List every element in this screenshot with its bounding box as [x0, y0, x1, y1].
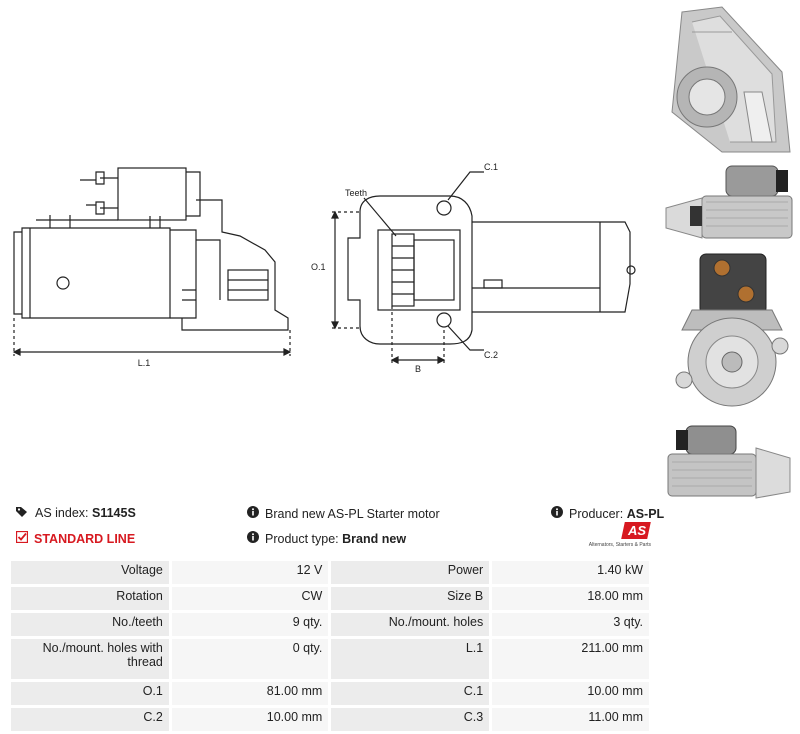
photo-side-view[interactable]: [662, 158, 796, 246]
o1-label: O.1: [311, 262, 326, 272]
spec-value: 18.00 mm: [492, 587, 649, 610]
c1-label: C.1: [484, 162, 498, 172]
spec-label: No./mount. holes with thread: [11, 639, 169, 679]
c2-label: C.2: [484, 350, 498, 360]
photo-front-flange[interactable]: [662, 2, 796, 154]
spec-value: 12 V: [171, 561, 329, 584]
spec-table: Voltage 12 V Power 1.40 kW Rotation CW S…: [8, 558, 652, 734]
photo-side-view-2[interactable]: [662, 418, 796, 504]
spec-value: 81.00 mm: [171, 682, 329, 705]
spec-label: O.1: [11, 682, 169, 705]
product-info: AS index: S1145S STANDARD LINE Brand new…: [0, 500, 800, 560]
standard-line: STANDARD LINE: [15, 530, 136, 546]
spec-value: 9 qty.: [171, 613, 329, 636]
technical-drawing: L.1: [12, 162, 636, 374]
spec-value: 10.00 mm: [492, 682, 649, 705]
spec-label: Size B: [331, 587, 490, 610]
spec-label: No./teeth: [11, 613, 169, 636]
info-icon: [247, 531, 259, 546]
description: Brand new AS-PL Starter motor: [247, 506, 440, 521]
product-type-value: Brand new: [342, 531, 407, 546]
table-row: Rotation CW Size B 18.00 mm: [11, 587, 649, 610]
spec-label: No./mount. holes: [331, 613, 490, 636]
info-icon: [247, 506, 259, 521]
logo-subtext: Alternators, Starters & Parts: [588, 542, 651, 548]
as-logo: AS Alternators, Starters & Parts: [583, 522, 651, 552]
spec-value: 1.40 kW: [492, 561, 649, 584]
product-photos: [658, 0, 800, 504]
logo-text: AS: [627, 523, 646, 538]
table-row: No./teeth 9 qty. No./mount. holes 3 qty.: [11, 613, 649, 636]
producer-label: Producer:: [569, 506, 624, 521]
teeth-label: Teeth: [345, 188, 367, 198]
spec-value: 0 qty.: [171, 639, 329, 679]
spec-value: 3 qty.: [492, 613, 649, 636]
b-label: B: [415, 364, 421, 374]
spec-label: Rotation: [11, 587, 169, 610]
l1-dimension-label: L.1: [138, 358, 151, 368]
product-type: Product type: Brand new: [247, 531, 406, 546]
spec-label: Power: [331, 561, 490, 584]
table-row: O.1 81.00 mm C.1 10.00 mm: [11, 682, 649, 705]
front-view-drawing: [331, 171, 636, 364]
side-view-drawing: [12, 167, 292, 356]
description-text: Brand new AS-PL Starter motor: [265, 506, 440, 521]
spec-value: 211.00 mm: [492, 639, 649, 679]
tag-icon: [16, 506, 29, 520]
info-icon: [551, 506, 563, 521]
as-index-value: S1145S: [92, 506, 136, 520]
product-type-label: Product type:: [265, 531, 339, 546]
table-row: Voltage 12 V Power 1.40 kW: [11, 561, 649, 584]
producer-value: AS-PL: [626, 506, 665, 521]
spec-label: L.1: [331, 639, 490, 679]
as-index-label: AS index:: [35, 506, 89, 520]
photo-solenoid-end[interactable]: [662, 250, 796, 412]
checkbox-checked-icon: [15, 530, 29, 546]
table-row: No./mount. holes with thread 0 qty. L.1 …: [11, 639, 649, 679]
spec-label: Voltage: [11, 561, 169, 584]
as-index: AS index: S1145S: [16, 506, 136, 520]
spec-label: C.1: [331, 682, 490, 705]
spec-value: CW: [171, 587, 329, 610]
standard-line-label: STANDARD LINE: [34, 531, 136, 546]
producer: Producer: AS-PL: [551, 506, 664, 521]
